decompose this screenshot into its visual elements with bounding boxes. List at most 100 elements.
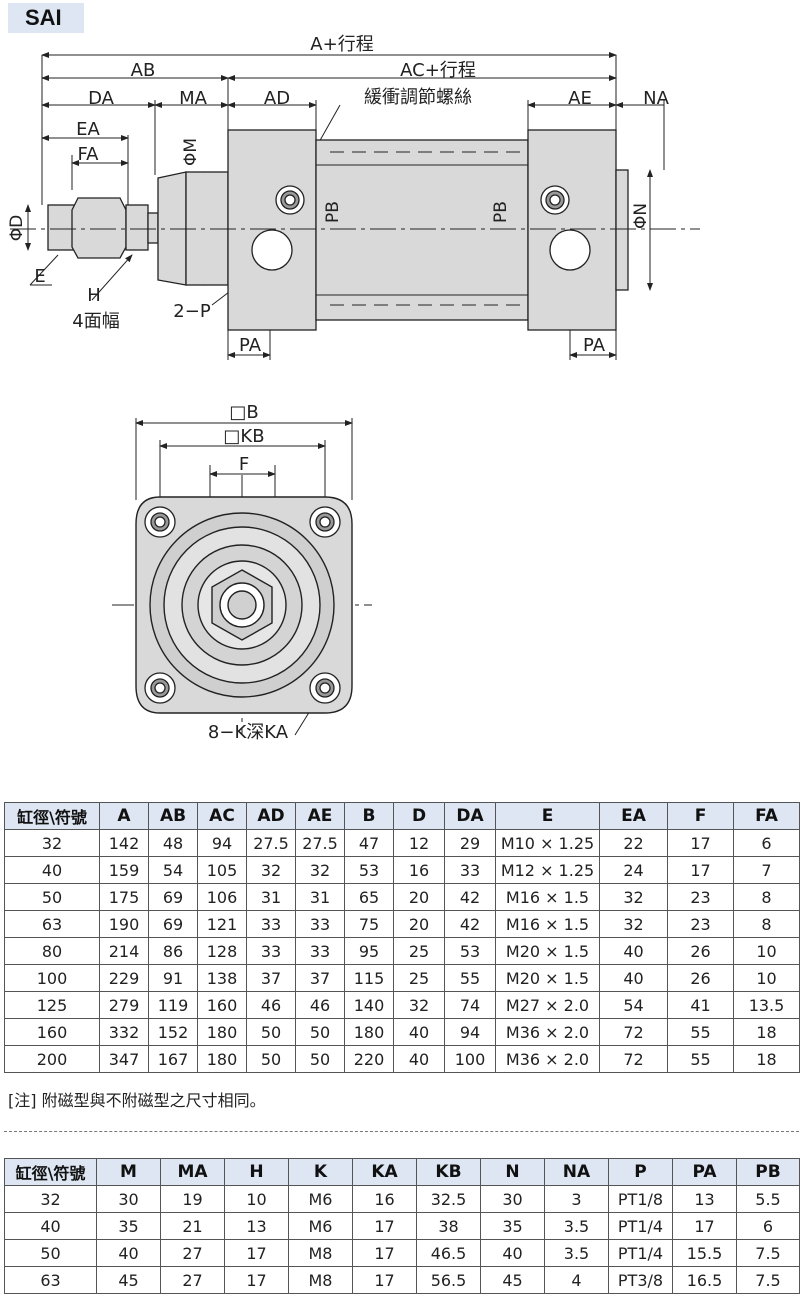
col-header: A xyxy=(99,802,149,830)
table-cell: 42 xyxy=(444,883,496,911)
table-cell: 37 xyxy=(295,964,345,992)
table-cell: 41 xyxy=(667,991,734,1019)
table-cell: 55 xyxy=(667,1045,734,1073)
table-cell: 35 xyxy=(480,1212,545,1240)
table-cell: 30 xyxy=(480,1185,545,1213)
table-cell: 13.5 xyxy=(733,991,800,1019)
table-cell: 138 xyxy=(197,964,247,992)
table-cell: 32 xyxy=(393,991,445,1019)
table-cell: 10 xyxy=(224,1185,289,1213)
svg-text:緩衝調節螺絲: 緩衝調節螺絲 xyxy=(364,87,472,108)
col-header: E xyxy=(495,802,600,830)
svg-text:AE: AE xyxy=(568,88,592,109)
table-cell: 20 xyxy=(393,910,445,938)
table-cell: 33 xyxy=(246,910,296,938)
table-cell: 159 xyxy=(99,856,149,884)
table-cell: PT3/8 xyxy=(608,1266,673,1294)
table-cell: 29 xyxy=(444,829,496,857)
table-cell: 69 xyxy=(148,883,198,911)
svg-text:8−K深KA: 8−K深KA xyxy=(208,722,289,743)
table-cell: 180 xyxy=(344,1018,394,1046)
table-cell: 7.5 xyxy=(736,1239,800,1267)
col-header: KB xyxy=(416,1158,481,1186)
table-cell: 94 xyxy=(197,829,247,857)
svg-text:EA: EA xyxy=(76,119,100,140)
col-header: FA xyxy=(733,802,800,830)
table-cell: 54 xyxy=(599,991,668,1019)
table-cell: 86 xyxy=(148,937,198,965)
table-cell: 23 xyxy=(667,910,734,938)
table-cell: 26 xyxy=(667,937,734,965)
table-cell: 47 xyxy=(344,829,394,857)
col-header: P xyxy=(608,1158,673,1186)
svg-text:FA: FA xyxy=(77,144,99,165)
table-cell: PT1/8 xyxy=(608,1185,673,1213)
table-cell: 40 xyxy=(4,856,100,884)
table-cell: 80 xyxy=(4,937,100,965)
table-cell: 42 xyxy=(444,910,496,938)
table-cell: 21 xyxy=(160,1212,225,1240)
table-cell: 160 xyxy=(197,991,247,1019)
table-cell: 40 xyxy=(480,1239,545,1267)
table-cell: M6 xyxy=(288,1212,353,1240)
table-cell: 53 xyxy=(444,937,496,965)
table-cell: 214 xyxy=(99,937,149,965)
table-cell: 53 xyxy=(344,856,394,884)
table-cell: 121 xyxy=(197,910,247,938)
table-cell: 16.5 xyxy=(672,1266,737,1294)
table-cell: 32 xyxy=(4,829,100,857)
table-cell: 105 xyxy=(197,856,247,884)
col-header: NA xyxy=(544,1158,609,1186)
table-cell: 12 xyxy=(393,829,445,857)
svg-text:ΦN: ΦN xyxy=(631,203,651,229)
table-cell: 30 xyxy=(96,1185,161,1213)
table-cell: 17 xyxy=(672,1212,737,1240)
svg-text:PB: PB xyxy=(491,201,511,223)
svg-text:AB: AB xyxy=(131,60,156,81)
svg-text:MA: MA xyxy=(179,88,208,109)
table-cell: 26 xyxy=(667,964,734,992)
col-header: EA xyxy=(599,802,668,830)
svg-text:□KB: □KB xyxy=(223,426,264,447)
table-cell: 32.5 xyxy=(416,1185,481,1213)
table-cell: 55 xyxy=(444,964,496,992)
table-header-row: 缸徑\符號 M MA H K KA KB N NA P PA PB xyxy=(4,1158,800,1186)
table-cell: 65 xyxy=(344,883,394,911)
svg-text:2−P: 2−P xyxy=(173,301,211,322)
table-cell: 6 xyxy=(733,829,800,857)
table-cell: 74 xyxy=(444,991,496,1019)
table-cell: 18 xyxy=(733,1018,800,1046)
table-cell: 15.5 xyxy=(672,1239,737,1267)
table-cell: 50 xyxy=(246,1045,296,1073)
table-cell: M20 × 1.5 xyxy=(495,937,600,965)
table-cell: 190 xyxy=(99,910,149,938)
svg-text:PA: PA xyxy=(583,335,606,356)
table-cell: 72 xyxy=(599,1045,668,1073)
table-cell: 16 xyxy=(352,1185,417,1213)
svg-text:NA: NA xyxy=(643,88,669,109)
table-cell: 72 xyxy=(599,1018,668,1046)
table-cell: 17 xyxy=(352,1266,417,1294)
table-cell: 91 xyxy=(148,964,198,992)
svg-text:F: F xyxy=(239,454,249,475)
table-cell: 46 xyxy=(295,991,345,1019)
table-cell: M36 × 2.0 xyxy=(495,1018,600,1046)
table-cell: 35 xyxy=(96,1212,161,1240)
svg-text:4面幅: 4面幅 xyxy=(72,311,119,332)
table-cell: M16 × 1.5 xyxy=(495,883,600,911)
table-cell: 220 xyxy=(344,1045,394,1073)
table-cell: 10 xyxy=(733,964,800,992)
table-cell: 17 xyxy=(352,1239,417,1267)
table-cell: 38 xyxy=(416,1212,481,1240)
table-cell: 229 xyxy=(99,964,149,992)
svg-text:ΦD: ΦD xyxy=(7,215,27,241)
table-cell: 200 xyxy=(4,1045,100,1073)
table-cell: 175 xyxy=(99,883,149,911)
table-cell: 50 xyxy=(4,1239,97,1267)
table-cell: 115 xyxy=(344,964,394,992)
table-cell: M36 × 2.0 xyxy=(495,1045,600,1073)
